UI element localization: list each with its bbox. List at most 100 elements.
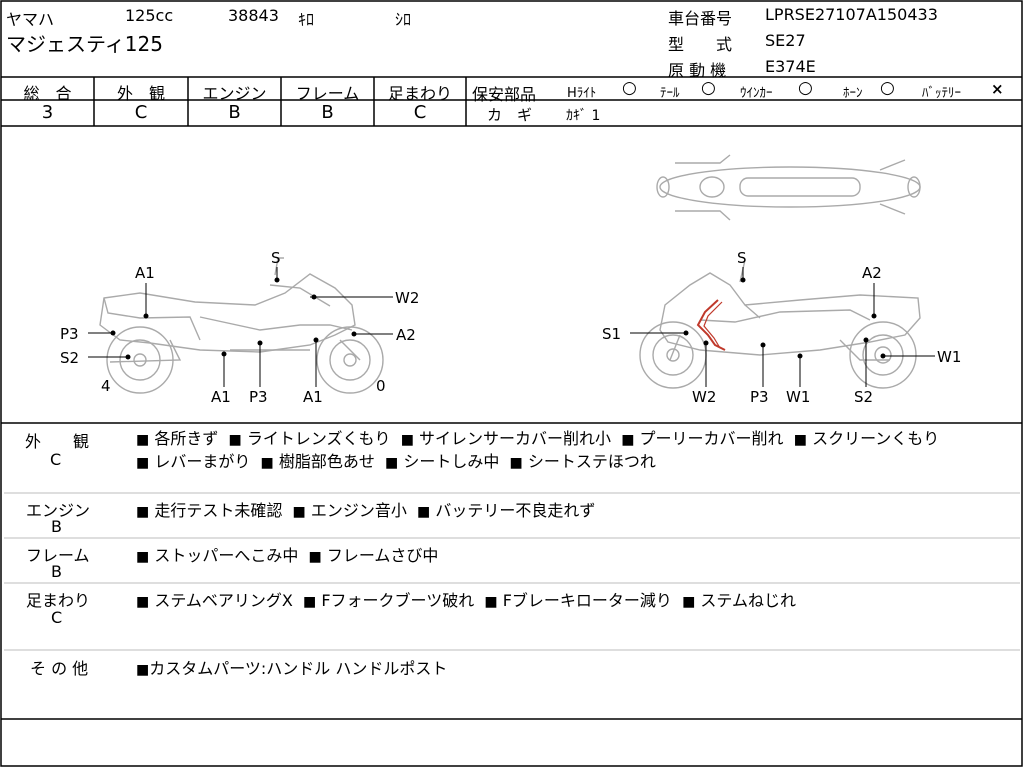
note-item: 各所きず <box>154 429 219 448</box>
note-item: レバーまがり <box>154 452 251 471</box>
label-left-a2: A2 <box>396 326 416 344</box>
bullet: ■ <box>302 594 317 610</box>
label-right-s2-b: S2 <box>854 388 873 406</box>
bullet: ■ <box>228 432 242 448</box>
label-left-zero: 0 <box>376 377 386 395</box>
leader-lines-left <box>88 267 393 387</box>
note-item: 走行テスト未確認 <box>154 501 283 520</box>
type-label: 型 式 <box>668 35 733 54</box>
notes-grade-suspension: C <box>51 608 63 627</box>
bullet: ■ <box>400 432 414 448</box>
mileage-unit: ｷﾛ <box>298 10 315 29</box>
note-item: ライトレンズくもり <box>246 429 391 448</box>
bullet: ■ <box>136 432 150 448</box>
bullet: ■ <box>621 432 635 448</box>
bullet: ■ <box>292 504 306 520</box>
damage-mark-red-2 <box>703 301 723 349</box>
label-left-a1-b2: A1 <box>303 388 323 406</box>
note-item: スクリーンくもり <box>812 429 940 448</box>
mileage: 38843 <box>228 6 279 25</box>
note-item: シートしみ中 <box>403 452 500 471</box>
notes-list-frame: ■ ストッパーへこみ中 ■ フレームさび中 <box>136 542 438 566</box>
label-left-a1-top: A1 <box>135 264 155 282</box>
note-item: フレームさび中 <box>326 546 439 565</box>
damage-diagram: S A1 W2 P3 A2 S2 4 0 A1 P3 A1 S A2 S1 W1… <box>60 154 961 406</box>
scooter-left-view <box>99 257 384 394</box>
label-right-w1: W1 <box>937 348 961 366</box>
safety-title: 保安部品 <box>472 85 537 104</box>
safety-item-battery: ﾊﾞｯﾃﾘｰ <box>922 86 961 101</box>
displacement: 125cc <box>125 6 174 25</box>
grade-value-suspension: C <box>413 102 427 123</box>
scooter-top-view <box>656 154 921 221</box>
label-left-p3-b: P3 <box>249 388 268 406</box>
bullet: ■ <box>136 549 150 565</box>
note-item: プーリーカバー削れ <box>639 429 784 448</box>
bullet: ■ <box>484 594 498 610</box>
notes-title-suspension: 足まわり <box>26 591 91 610</box>
label-right-a2: A2 <box>862 264 882 282</box>
note-item: Fフォークブーツ破れ <box>321 591 475 610</box>
notes-list-engine: ■ 走行テスト未確認 ■ エンジン音小 ■ バッテリー不良走れず <box>136 497 595 521</box>
grade-label-overall: 総 合 <box>23 84 72 103</box>
safety-item-horn: ﾎｰﾝ <box>843 86 863 101</box>
label-left-a1-b1: A1 <box>211 388 231 406</box>
frame-no-label: 車台番号 <box>668 9 733 28</box>
note-item: ステムベアリングX <box>154 591 293 610</box>
engine-model-label: 原 動 機 <box>668 61 727 80</box>
bullet: ■ <box>417 504 431 520</box>
label-right-w2-b: W2 <box>692 388 716 406</box>
label-left-p3: P3 <box>60 325 79 343</box>
label-right-s1: S1 <box>602 325 621 343</box>
notes-title-exterior: 外 観 <box>25 432 90 451</box>
grade-label-frame: フレーム <box>295 84 360 103</box>
safety-mark-horn: ○ <box>880 78 895 98</box>
frame-no-value: LPRSE27107A150433 <box>765 5 938 24</box>
notes-list-suspension: ■ ステムベアリングX ■ Fフォークブーツ破れ ■ Fブレーキローター減り ■… <box>136 587 796 611</box>
grade-value-exterior: C <box>134 102 148 123</box>
bullet: ■ <box>136 455 150 471</box>
note-item: エンジン音小 <box>310 501 407 520</box>
label-left-s: S <box>271 249 281 267</box>
bullet: ■ <box>793 432 807 448</box>
engine-model-value: E374E <box>765 57 816 76</box>
model-name: マジェスティ125 <box>6 32 163 56</box>
safety-mark-tail: ○ <box>701 78 716 98</box>
damage-mark-red <box>696 299 726 351</box>
bullet: ■ <box>385 455 399 471</box>
label-right-s: S <box>737 249 747 267</box>
key-label: カ ギ <box>487 106 533 124</box>
note-item: カスタムパーツ:ハンドル ハンドルポスト <box>149 659 448 678</box>
leader-dots-right <box>683 277 886 359</box>
notes-title-engine: エンジン <box>26 501 91 520</box>
safety-mark-battery: × <box>991 80 1004 98</box>
grade-label-suspension: 足まわり <box>387 84 452 103</box>
bullet: ■ <box>509 455 523 471</box>
note-item: ステムねじれ <box>700 591 796 610</box>
note-item: Fブレーキローター減り <box>502 591 672 610</box>
grade-value-frame: B <box>321 102 334 123</box>
label-left-w2: W2 <box>395 289 419 307</box>
leader-lines-right <box>630 267 935 387</box>
maker: ヤマハ <box>6 10 55 29</box>
grade-value-overall: 3 <box>41 102 54 123</box>
bullet: ■ <box>308 549 322 565</box>
note-item: バッテリー不良走れず <box>435 501 596 520</box>
leader-dots-left <box>110 277 357 360</box>
safety-item-tail: ﾃｰﾙ <box>660 86 680 101</box>
scooter-right-view <box>639 259 921 389</box>
grade-value-engine: B <box>228 102 241 123</box>
label-right-w1-b: W1 <box>786 388 810 406</box>
label-right-p3-b: P3 <box>750 388 769 406</box>
key-value: ｶｷﾞ 1 <box>566 108 601 124</box>
safety-mark-winker: ○ <box>798 78 813 98</box>
label-left-s2: S2 <box>60 349 79 367</box>
notes-title-frame: フレーム <box>26 546 90 565</box>
notes-title-other: そ の 他 <box>30 659 89 678</box>
safety-item-winker: ｳｲﾝｶｰ <box>740 86 773 101</box>
label-left-four: 4 <box>101 377 111 395</box>
note-item: 樹脂部色あせ <box>278 452 375 471</box>
bullet: ■ <box>136 594 150 610</box>
notes-grade-exterior: C <box>50 450 62 469</box>
